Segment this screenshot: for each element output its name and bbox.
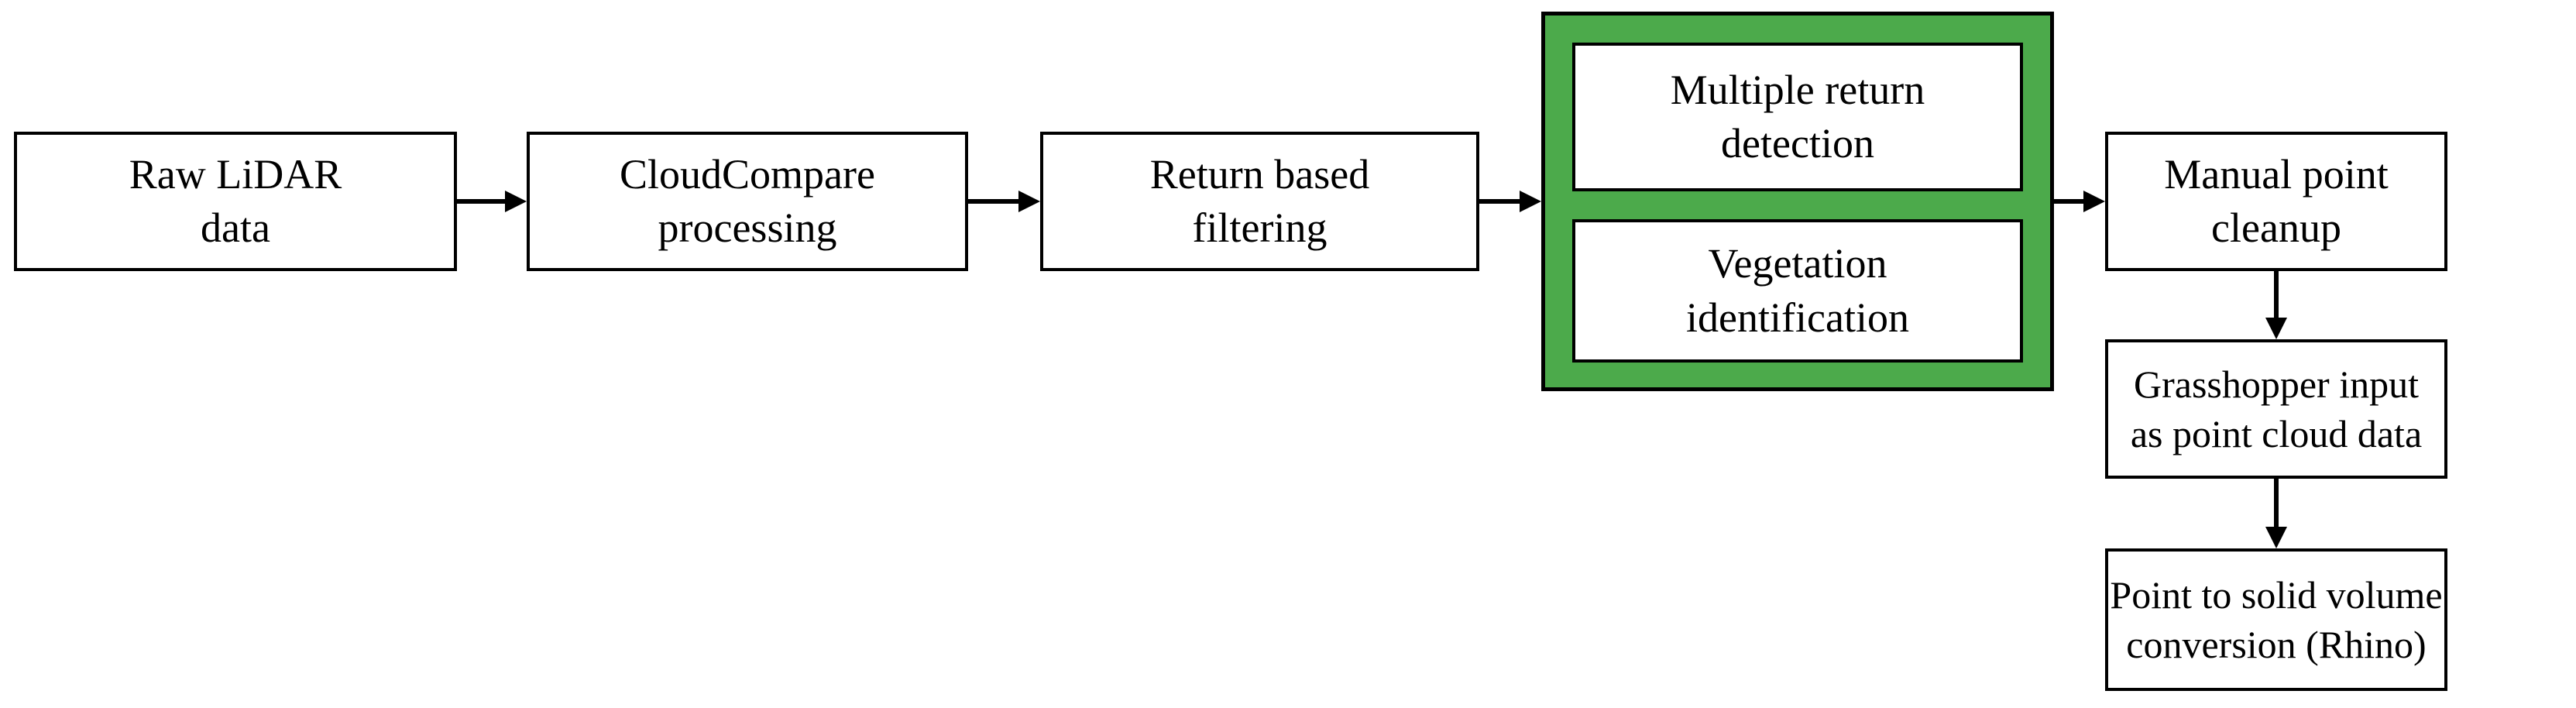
node-manual-point-cleanup: Manual point cleanup (2105, 132, 2447, 271)
arrow-right-icon (2083, 191, 2105, 212)
node-label-line: identification (1686, 294, 1909, 341)
arrow-group-to-manual (2054, 191, 2105, 212)
node-multiple-return-detection: Multiple return detection (1572, 43, 2023, 191)
arrow-right-icon (1520, 191, 1541, 212)
node-label-line: detection (1721, 120, 1874, 167)
arrow-right-icon (505, 191, 527, 212)
node-return-based-filtering: Return based filtering (1040, 132, 1479, 271)
node-label-line: Multiple return (1670, 66, 1925, 113)
node-label-line: CloudCompare (620, 150, 875, 198)
arrow-shaft (457, 199, 508, 204)
node-label-line: Raw LiDAR (129, 150, 342, 198)
node-cloudcompare-processing: CloudCompare processing (527, 132, 968, 271)
arrow-raw-to-cloudcompare (457, 191, 527, 212)
arrow-shaft (1479, 199, 1523, 204)
arrow-shaft (2054, 199, 2087, 204)
node-label-line: conversion (Rhino) (2126, 623, 2427, 666)
arrow-manual-to-grasshopper (2265, 271, 2287, 339)
node-vegetation-identification: Vegetation identification (1572, 219, 2023, 363)
node-grasshopper-input: Grasshopper input as point cloud data (2105, 339, 2447, 479)
arrow-cloudcompare-to-return (968, 191, 1040, 212)
arrow-right-icon (1018, 191, 1040, 212)
arrow-grasshopper-to-pointsolid (2265, 479, 2287, 548)
node-label-line: Return based (1149, 150, 1370, 198)
arrow-shaft (2274, 479, 2279, 530)
node-label-line: cleanup (2211, 204, 2341, 251)
node-label-line: Manual point (2164, 150, 2389, 198)
node-label-line: as point cloud data (2130, 412, 2423, 455)
node-point-to-solid-conversion: Point to solid volume conversion (Rhino) (2105, 548, 2447, 691)
node-label-line: filtering (1192, 204, 1327, 251)
arrow-shaft (2274, 271, 2279, 321)
node-label-line: Vegetation (1708, 240, 1887, 287)
group-vegetation-filtering: Multiple return detection Vegetation ide… (1541, 12, 2054, 391)
arrow-down-icon (2265, 318, 2287, 339)
arrow-return-to-group (1479, 191, 1541, 212)
node-label-line: Grasshopper input (2134, 363, 2419, 406)
node-label-line: Point to solid volume (2110, 573, 2443, 617)
arrow-down-icon (2265, 527, 2287, 548)
node-label-line: processing (658, 204, 837, 251)
node-label-line: data (201, 204, 270, 251)
node-raw-lidar-data: Raw LiDAR data (14, 132, 457, 271)
arrow-shaft (968, 199, 1022, 204)
